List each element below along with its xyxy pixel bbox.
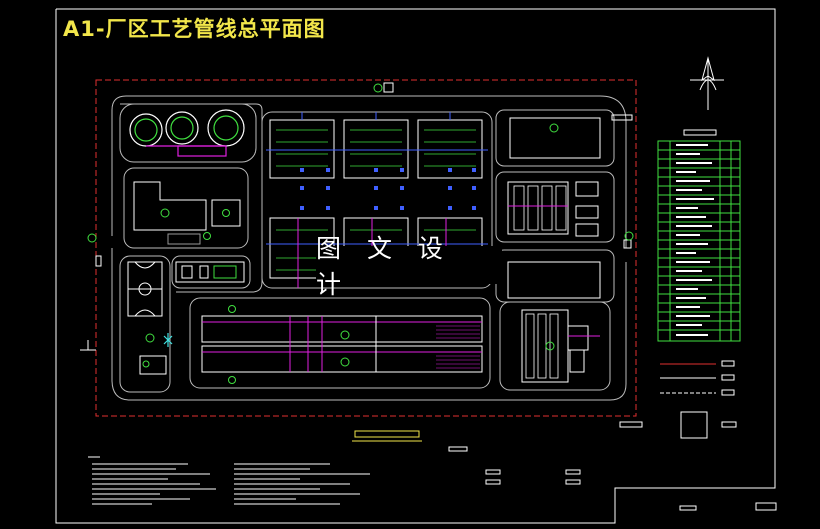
clarifier-tanks — [129, 109, 245, 157]
valve-marker — [163, 333, 173, 347]
sedimentation-tanks — [201, 305, 483, 384]
gate-markers — [80, 82, 643, 428]
north-arrow-icon — [690, 56, 724, 110]
title-block — [679, 502, 777, 511]
road-network — [111, 95, 627, 401]
office-building — [133, 181, 241, 245]
pump-house — [175, 261, 245, 283]
dewatering-building — [521, 309, 600, 383]
site-boundary — [95, 79, 637, 417]
legend-table — [657, 129, 741, 342]
drawing-frame — [55, 8, 776, 524]
line-legend — [660, 360, 737, 439]
sports-court — [127, 261, 167, 375]
drawing-title: A1-厂区工艺管线总平面图 — [63, 17, 326, 41]
plan-caption — [352, 430, 468, 452]
sludge-building — [507, 117, 601, 299]
notes-block — [88, 456, 581, 505]
watermark-label: 图 文 设 计 — [316, 234, 502, 299]
